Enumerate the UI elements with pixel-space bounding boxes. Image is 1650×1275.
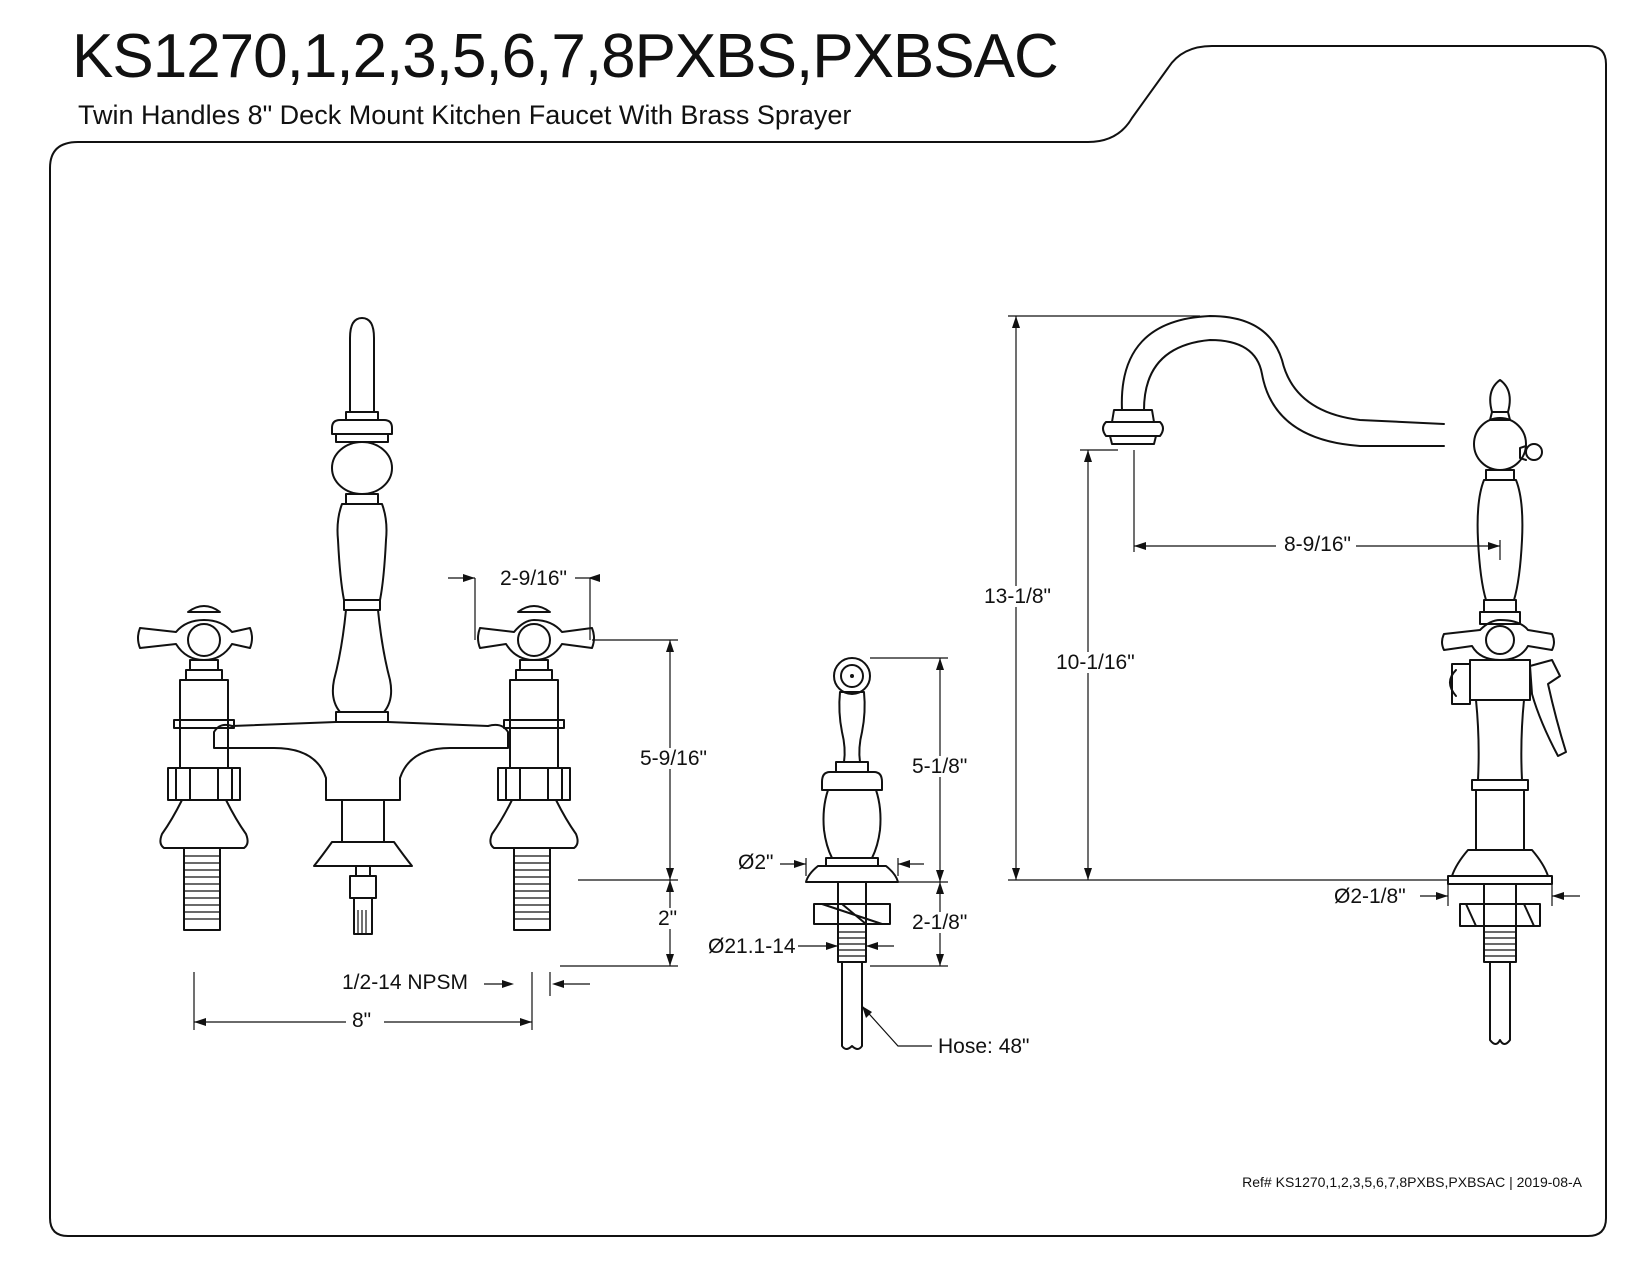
- dim-sprayer-base-diameter: Ø2": [736, 851, 776, 874]
- sprayer-drawing: [805, 657, 899, 1050]
- side-view-faucet: [1102, 315, 1567, 1045]
- dim-sprayer-height: 5-1/8": [910, 755, 970, 778]
- dim-handle-height: 5-9/16": [638, 747, 709, 770]
- dim-sprayer-thread: Ø21.1-14: [706, 935, 798, 958]
- dim-thread-spec: 1/2-14 NPSM: [340, 971, 471, 994]
- page-subtitle: Twin Handles 8" Deck Mount Kitchen Fauce…: [78, 100, 852, 130]
- dim-shank-length: 2": [656, 907, 680, 930]
- dim-center-spread: 8": [350, 1009, 374, 1032]
- reference-number: Ref# KS1270,1,2,3,5,6,7,8PXBS,PXBSAC | 2…: [1242, 1174, 1582, 1190]
- dim-spout-height: 10-1/16": [1054, 651, 1137, 674]
- front-view-faucet: [137, 317, 595, 935]
- dim-handle-width: 2-9/16": [498, 567, 569, 590]
- dim-sprayer-shank-length: 2-1/8": [910, 911, 970, 934]
- front-view-dimensions: [193, 574, 678, 1030]
- dim-total-height: 13-1/8": [982, 585, 1053, 608]
- dim-hose-length: Hose: 48": [936, 1035, 1032, 1058]
- dim-spout-reach: 8-9/16": [1282, 533, 1353, 556]
- page-title: KS1270,1,2,3,5,6,7,8PXBS,PXBSAC: [72, 22, 1059, 91]
- dim-base-diameter: Ø2-1/8": [1332, 885, 1408, 908]
- sheet-frame: [49, 45, 1607, 1237]
